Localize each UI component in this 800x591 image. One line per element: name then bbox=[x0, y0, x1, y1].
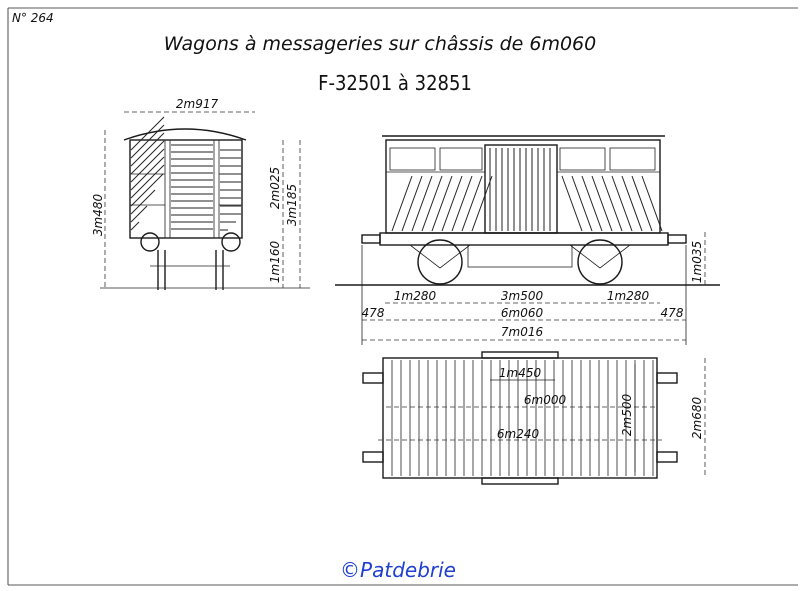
side-hatch bbox=[561, 175, 583, 232]
side-hatch bbox=[621, 175, 643, 232]
inner-length-dim: 6m000 bbox=[524, 393, 567, 407]
side-hatch bbox=[471, 175, 493, 232]
side-hatch bbox=[461, 175, 483, 232]
buffer-height-dim: 1m035 bbox=[690, 241, 704, 283]
outer-length-dim: 6m240 bbox=[497, 427, 540, 441]
overhang-left-dim: 1m280 bbox=[394, 289, 437, 303]
sheet-number: N° 264 bbox=[12, 11, 54, 25]
side-hatch bbox=[411, 175, 433, 232]
end-total-height-dim: 3m480 bbox=[91, 194, 105, 237]
sheet-border bbox=[7, 7, 798, 586]
end-hatch bbox=[130, 148, 165, 183]
side-view: 1m035 1m280 3m500 1m280 478 6m060 478 7m… bbox=[335, 135, 720, 345]
drawing-title: Wagons à messageries sur châssis de 6m06… bbox=[164, 33, 596, 55]
end-hatch bbox=[130, 132, 165, 167]
end-hatch bbox=[130, 124, 165, 159]
watermark: ©Patdebrie bbox=[340, 558, 456, 582]
end-hatch bbox=[130, 140, 165, 175]
end-floor-height-dim: 1m160 bbox=[268, 241, 282, 284]
end-hatch bbox=[130, 189, 156, 215]
frame-length-dim: 6m060 bbox=[501, 306, 544, 320]
overhang-right-dim: 1m280 bbox=[607, 289, 650, 303]
side-hatch bbox=[641, 175, 663, 232]
side-hatch bbox=[601, 175, 623, 232]
end-hatch bbox=[130, 156, 165, 191]
end-hatch bbox=[130, 164, 165, 199]
end-body-height-dim: 2m025 bbox=[268, 167, 282, 209]
buffer-left-dim: 478 bbox=[362, 306, 385, 320]
end-width-dim: 2m917 bbox=[176, 97, 219, 111]
side-hatch bbox=[571, 175, 593, 232]
end-roof-height-dim: 3m185 bbox=[285, 184, 299, 226]
buffer-right-dim: 478 bbox=[661, 306, 684, 320]
wheelbase-dim: 3m500 bbox=[501, 289, 544, 303]
end-view: 2m917 3m480 2m025 1m160 3m185 bbox=[91, 97, 310, 290]
side-hatch bbox=[421, 175, 443, 232]
plan-view: 1m450 6m000 6m240 2m500 2m680 bbox=[362, 351, 706, 485]
side-hatch bbox=[611, 175, 633, 232]
end-hatch bbox=[130, 221, 140, 231]
total-length-dim: 7m016 bbox=[501, 325, 544, 339]
end-hatch bbox=[130, 173, 164, 207]
side-hatch bbox=[431, 175, 453, 232]
side-hatch bbox=[401, 175, 423, 232]
side-hatch bbox=[441, 175, 463, 232]
side-hatch bbox=[391, 175, 413, 232]
door-width-dim: 1m450 bbox=[499, 366, 542, 380]
side-hatch bbox=[631, 175, 653, 232]
inner-width-dim: 2m500 bbox=[620, 394, 634, 437]
end-hatch bbox=[130, 205, 148, 223]
side-hatch bbox=[591, 175, 613, 232]
outer-width-dim: 2m680 bbox=[690, 397, 704, 440]
end-hatch bbox=[130, 116, 165, 151]
side-hatch bbox=[581, 175, 603, 232]
side-hatch bbox=[451, 175, 473, 232]
drawing-subtitle: F-32501 à 32851 bbox=[318, 71, 472, 95]
